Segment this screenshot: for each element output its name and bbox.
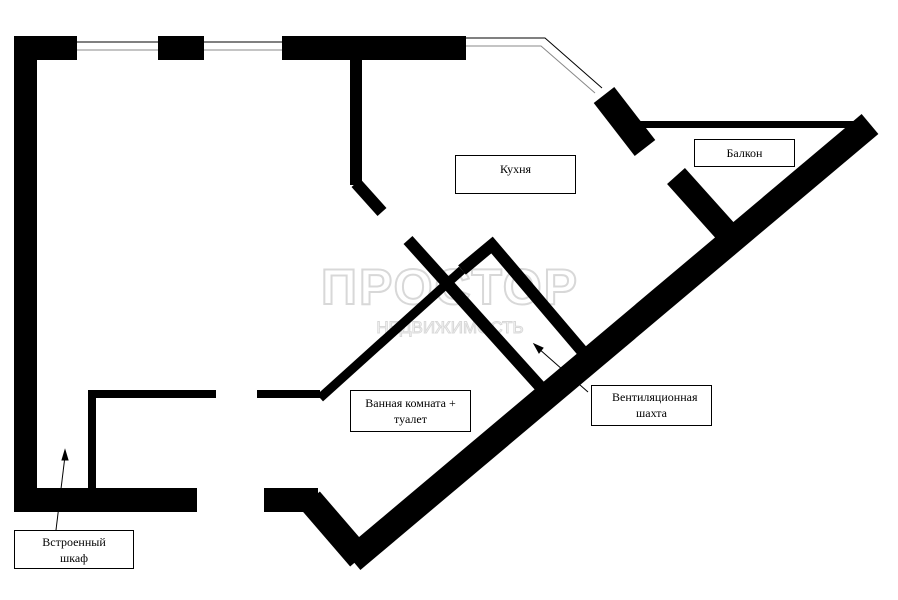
diagonal-walls bbox=[300, 87, 879, 570]
closet-label: Встроенный шкаф bbox=[14, 530, 134, 569]
arrow-head-vent bbox=[532, 342, 544, 354]
kitchen-label: Кухня bbox=[455, 155, 576, 194]
balcony-label: Балкон bbox=[694, 139, 795, 167]
arrow-head-closet bbox=[61, 448, 69, 461]
windows bbox=[77, 37, 603, 94]
arrows bbox=[55, 342, 589, 531]
walls bbox=[14, 36, 860, 512]
bathroom-label: Ванная комната + туалет bbox=[350, 390, 471, 432]
vent-shaft-label: Вентиляционная шахта bbox=[591, 385, 712, 426]
